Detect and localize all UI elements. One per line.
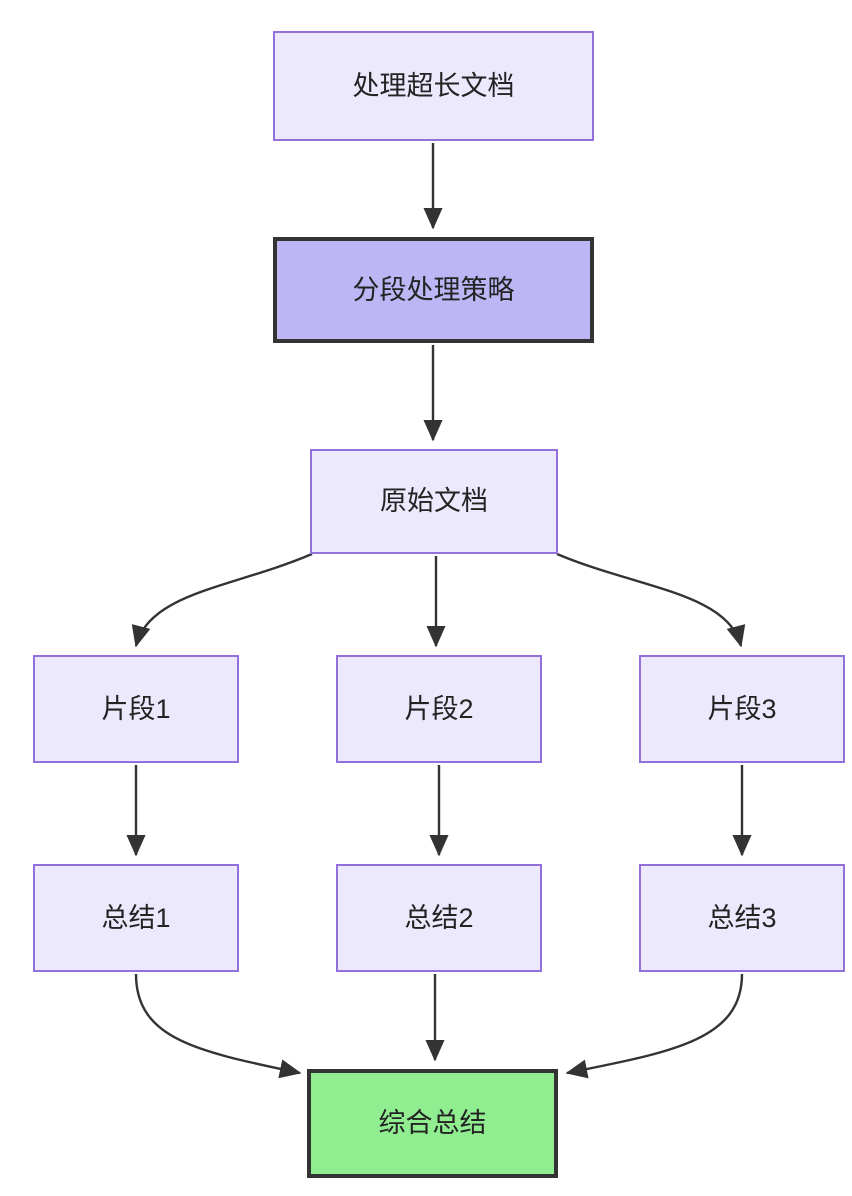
node-source-document[interactable]: 原始文档 xyxy=(310,449,558,554)
node-summary-1[interactable]: 总结1 xyxy=(33,864,239,972)
node-final-summary[interactable]: 综合总结 xyxy=(307,1069,558,1178)
node-label: 片段2 xyxy=(404,693,474,724)
node-label: 总结3 xyxy=(707,902,777,933)
node-chunking-strategy[interactable]: 分段处理策略 xyxy=(273,237,594,343)
node-segment-1[interactable]: 片段1 xyxy=(33,655,239,763)
node-label: 片段3 xyxy=(707,693,777,724)
node-segment-3[interactable]: 片段3 xyxy=(639,655,845,763)
edge-t1-r1 xyxy=(134,973,302,1079)
node-label: 综合总结 xyxy=(378,1108,487,1139)
node-label: 分段处理策略 xyxy=(352,274,515,305)
node-label: 片段1 xyxy=(101,693,171,724)
node-summary-3[interactable]: 总结3 xyxy=(639,864,845,972)
node-label: 总结2 xyxy=(404,902,474,933)
edge-n3-s3 xyxy=(556,552,746,648)
edge-n3-s1 xyxy=(131,552,313,648)
node-label: 原始文档 xyxy=(380,486,488,517)
node-segment-2[interactable]: 片段2 xyxy=(336,655,542,763)
node-label: 总结1 xyxy=(101,902,171,933)
node-summary-2[interactable]: 总结2 xyxy=(336,864,542,972)
node-process-long-document[interactable]: 处理超长文档 xyxy=(273,31,594,141)
edge-t3-r1 xyxy=(565,973,744,1079)
node-label: 处理超长文档 xyxy=(352,70,515,101)
